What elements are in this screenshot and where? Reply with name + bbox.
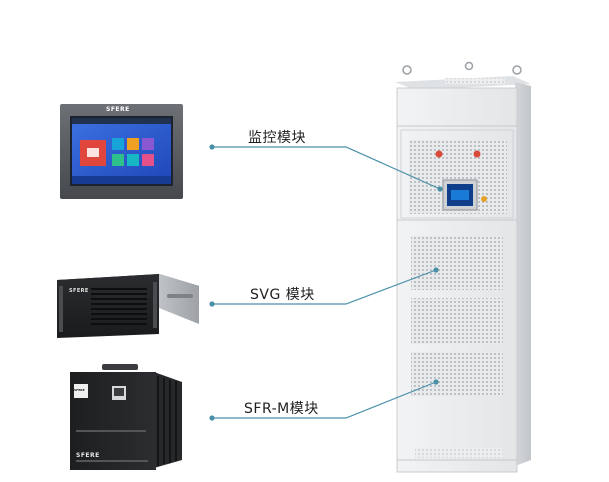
hmi-logo-text: SFERE [106,106,130,113]
sfrm-brand-text: SFERE [76,452,100,459]
svg-module-logo-text: SFERE [69,288,89,294]
leader-dot-sfrm-start [209,415,215,421]
power-cabinet-image [385,60,533,478]
leader-dot-svg-end [433,267,439,273]
leader-line-monitor [212,146,441,190]
leader-dot-monitor-end [437,186,443,192]
svg-module-image: SFERE [51,272,199,340]
leader-line-svg [212,269,437,305]
leader-line-sfrm [212,381,437,419]
monitor-module-label: 监控模块 [248,130,306,146]
leader-dot-svg-start [209,301,215,307]
sfrm-module-image: SFERE SFERE [66,364,186,474]
sfrm-module-label: SFR-M模块 [244,401,319,417]
leader-dot-sfrm-end [433,379,439,385]
svg-module-label: SVG 模块 [250,287,315,303]
sfrm-badge-text: SFERE [74,388,85,392]
hmi-panel-image: SFERE [60,104,183,199]
leader-dot-monitor-start [209,144,215,150]
